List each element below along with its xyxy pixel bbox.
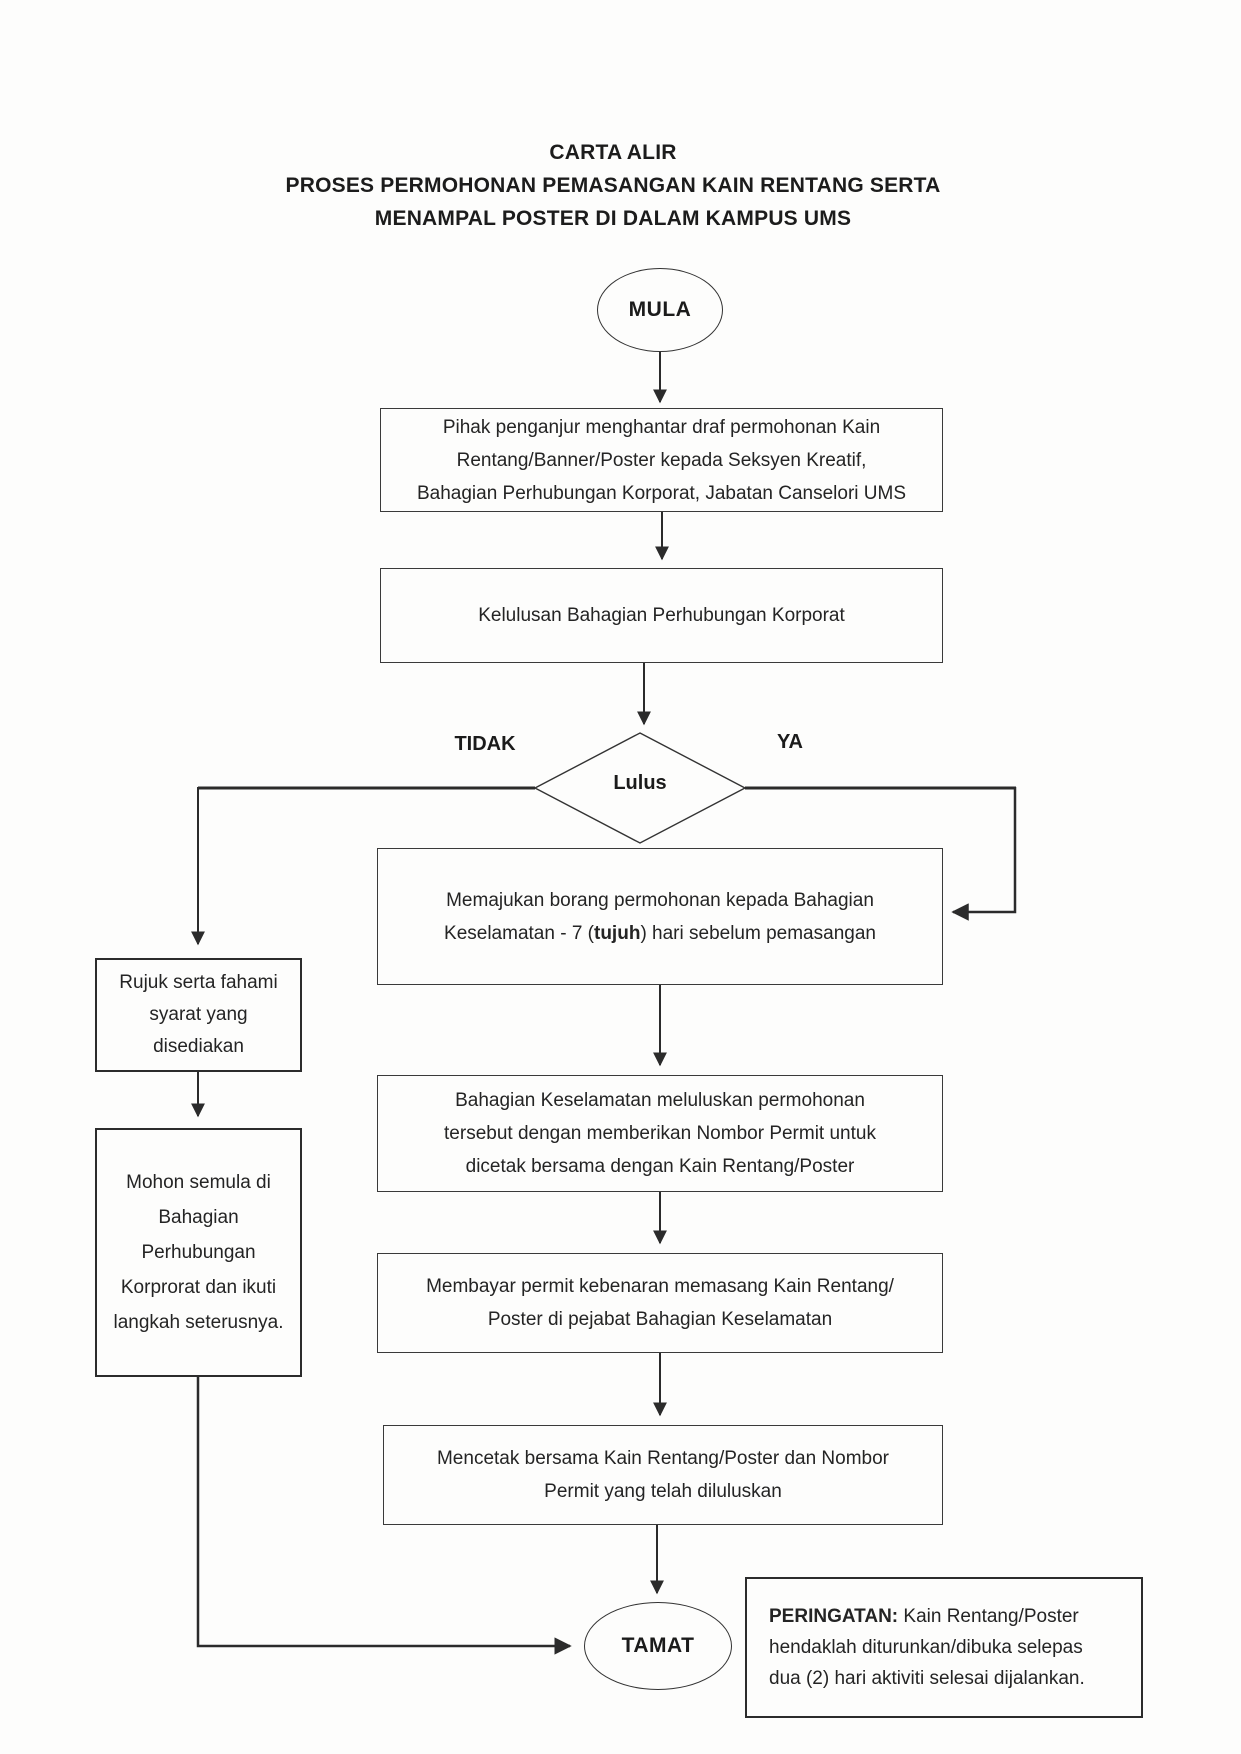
step-memajukan-line-1: Memajukan borang permohonan kepada Bahag…	[446, 889, 874, 911]
title-line-1: CARTA ALIR	[549, 141, 677, 164]
step-mohon-semula-line-5: langkah seterusnya.	[113, 1312, 284, 1333]
step-hantar-draf-line-3: Bahagian Perhubungan Korporat, Jabatan C…	[416, 482, 907, 504]
step-mohon-semula-line-2: Bahagian	[158, 1207, 239, 1228]
title-line-3: MENAMPAL POSTER DI DALAM KAMPUS UMS	[374, 207, 852, 230]
end-oval: TAMAT	[584, 1602, 732, 1690]
warning-bold-label: PERINGATAN:	[769, 1606, 899, 1627]
step-rujuk-line-3: disediakan	[153, 1036, 244, 1057]
step-memajukan-line-2: Keselamatan - 7 (tujuh) hari sebelum pem…	[444, 917, 876, 950]
step-keselamatan-lulus-line-1: Bahagian Keselamatan meluluskan permohon…	[455, 1090, 865, 1111]
step-kelulusan-label: Kelulusan Bahagian Perhubungan Korporat	[478, 605, 845, 626]
title-line-2: PROSES PERMOHONAN PEMASANGAN KAIN RENTAN…	[285, 174, 941, 197]
end-label: TAMAT	[621, 1634, 695, 1657]
step-mohon-semula-box: Mohon semula di Bahagian Perhubungan Kor…	[95, 1128, 302, 1377]
step-keselamatan-lulus-line-2: tersebut dengan memberikan Nombor Permit…	[444, 1123, 876, 1144]
step-mohon-semula-line-4: Korprorat dan ikuti	[120, 1277, 277, 1298]
warning-line-2: hendaklah diturunkan/dibuka selepas	[769, 1637, 1083, 1658]
step-hantar-draf-line-1: Pihak penganjur menghantar draf permohon…	[442, 416, 881, 438]
step-mencetak-line-2: Permit yang telah diluluskan	[544, 1481, 782, 1502]
warning-line-1: PERINGATAN: Kain Rentang/Poster	[769, 1601, 1131, 1632]
step-keselamatan-lulus-line-3: dicetak bersama dengan Kain Rentang/Post…	[465, 1156, 855, 1177]
start-oval: MULA	[597, 268, 723, 352]
connector-ya-into-memajukan	[951, 787, 1017, 921]
step-mohon-semula-line-3: Perhubungan	[141, 1242, 256, 1263]
step-rujuk-line-1: Rujuk serta fahami	[119, 972, 278, 993]
warning-line-1-rest: Kain Rentang/Poster	[898, 1606, 1079, 1627]
step-memajukan-box: Memajukan borang permohonan kepada Bahag…	[377, 848, 943, 985]
step-hantar-draf-line-2: Rentang/Banner/Poster kepada Seksyen Kre…	[456, 449, 867, 471]
decision-label: Lulus	[613, 772, 667, 794]
branch-label-ya: YA	[777, 731, 803, 753]
step-membayar-box: Membayar permit kebenaran memasang Kain …	[377, 1253, 943, 1353]
step-memajukan-line-2-pre: Keselamatan - 7 (	[444, 922, 594, 944]
page-title: CARTA ALIR PROSES PERMOHONAN PEMASANGAN …	[178, 136, 1048, 235]
step-mencetak-box: Mencetak bersama Kain Rentang/Poster dan…	[383, 1425, 943, 1525]
warning-box: PERINGATAN: Kain Rentang/Poster hendakla…	[745, 1577, 1143, 1718]
branch-label-tidak: TIDAK	[454, 733, 516, 755]
step-kelulusan-box: Kelulusan Bahagian Perhubungan Korporat	[380, 568, 943, 663]
step-mencetak-line-1: Mencetak bersama Kain Rentang/Poster dan…	[436, 1448, 890, 1469]
step-memajukan-line-2-bold: tujuh	[594, 922, 641, 944]
step-rujuk-line-2: syarat yang	[149, 1004, 248, 1025]
step-membayar-line-2: Poster di pejabat Bahagian Keselamatan	[487, 1309, 833, 1330]
step-memajukan-line-2-post: ) hari sebelum pemasangan	[640, 922, 876, 944]
warning-line-3: dua (2) hari aktiviti selesai dijalankan…	[769, 1668, 1085, 1689]
start-label: MULA	[628, 298, 692, 321]
step-membayar-line-1: Membayar permit kebenaran memasang Kain …	[426, 1276, 894, 1297]
step-mohon-semula-line-1: Mohon semula di	[126, 1172, 271, 1193]
step-hantar-draf-box: Pihak penganjur menghantar draf permohon…	[380, 408, 943, 512]
step-keselamatan-lulus-box: Bahagian Keselamatan meluluskan permohon…	[377, 1075, 943, 1192]
step-rujuk-box: Rujuk serta fahami syarat yang disediaka…	[95, 958, 302, 1072]
